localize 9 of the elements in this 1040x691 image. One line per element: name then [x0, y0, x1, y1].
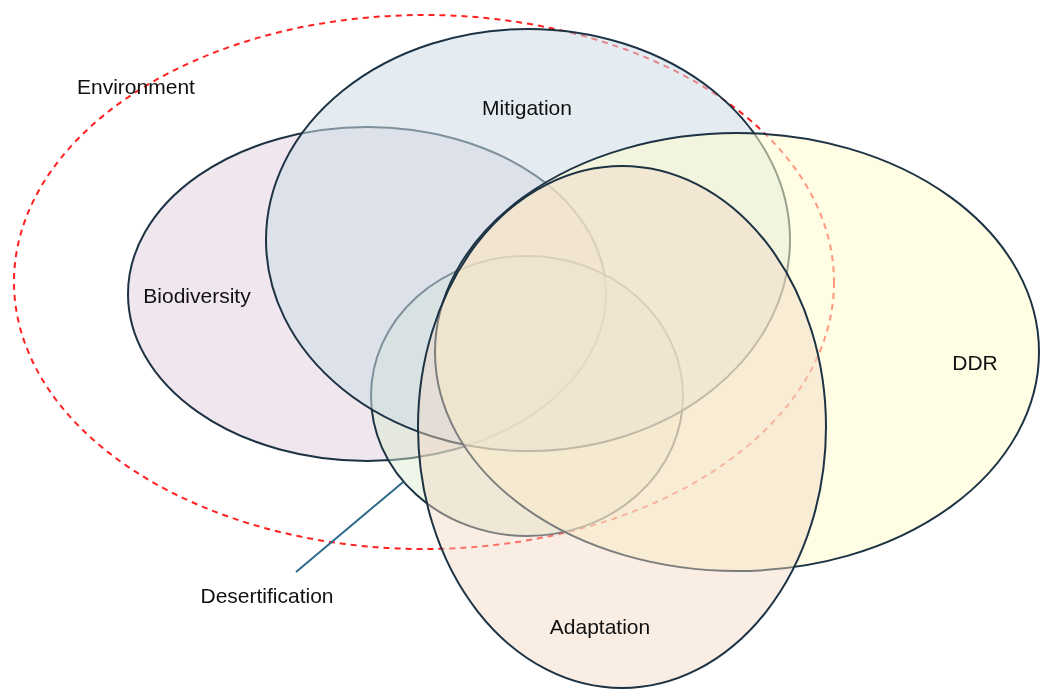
set-label: Mitigation	[482, 96, 572, 120]
set-label: Environment	[77, 75, 195, 99]
set-label: DDR	[952, 351, 998, 375]
venn-ellipse	[417, 165, 827, 689]
set-label: Adaptation	[549, 615, 651, 639]
set-label: Desertification	[200, 584, 334, 608]
set-label: Biodiversity	[143, 284, 251, 308]
venn-ellipse	[13, 14, 835, 550]
leader-line	[295, 480, 405, 573]
